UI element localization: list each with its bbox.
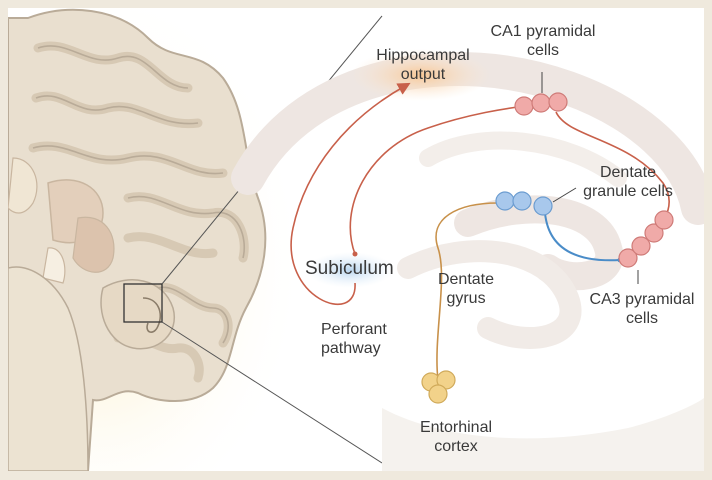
label-ca1-line2: cells bbox=[483, 41, 603, 60]
label-subiculum-text: Subiculum bbox=[305, 258, 394, 279]
brain-coronal-section bbox=[8, 8, 358, 471]
diagram-svg bbox=[8, 8, 704, 471]
label-ca3-line2: cells bbox=[583, 309, 701, 328]
figure-panel: Hippocampal output CA1 pyramidal cells D… bbox=[8, 8, 704, 471]
label-ca3-line1: CA3 pyramidal bbox=[583, 290, 701, 309]
label-subiculum: Subiculum bbox=[305, 258, 394, 280]
label-hippocampal-output-line1: Hippocampal bbox=[368, 46, 478, 65]
label-perforant-line2: pathway bbox=[321, 339, 387, 358]
label-entorhinal-line2: cortex bbox=[406, 437, 506, 456]
label-perforant: Perforant pathway bbox=[321, 320, 387, 358]
label-dentate-gyrus-line2: gyrus bbox=[436, 289, 496, 308]
label-ca1: CA1 pyramidal cells bbox=[483, 22, 603, 60]
label-ca1-line1: CA1 pyramidal bbox=[483, 22, 603, 41]
label-perforant-line1: Perforant bbox=[321, 320, 387, 339]
label-dentate-granule: Dentate granule cells bbox=[568, 163, 688, 201]
label-dentate-gyrus: Dentate gyrus bbox=[436, 270, 496, 308]
entorhinal-cells bbox=[422, 371, 455, 403]
label-dentate-granule-line1: Dentate bbox=[568, 163, 688, 182]
label-dentate-gyrus-line1: Dentate bbox=[436, 270, 496, 289]
label-dentate-granule-line2: granule cells bbox=[568, 182, 688, 201]
label-ca3: CA3 pyramidal cells bbox=[583, 290, 701, 328]
ca1-cells bbox=[515, 93, 567, 115]
label-hippocampal-output-line2: output bbox=[368, 65, 478, 84]
label-entorhinal-line1: Entorhinal bbox=[406, 418, 506, 437]
label-hippocampal-output: Hippocampal output bbox=[368, 46, 478, 84]
label-entorhinal: Entorhinal cortex bbox=[406, 418, 506, 456]
ca3-cells bbox=[619, 211, 673, 267]
